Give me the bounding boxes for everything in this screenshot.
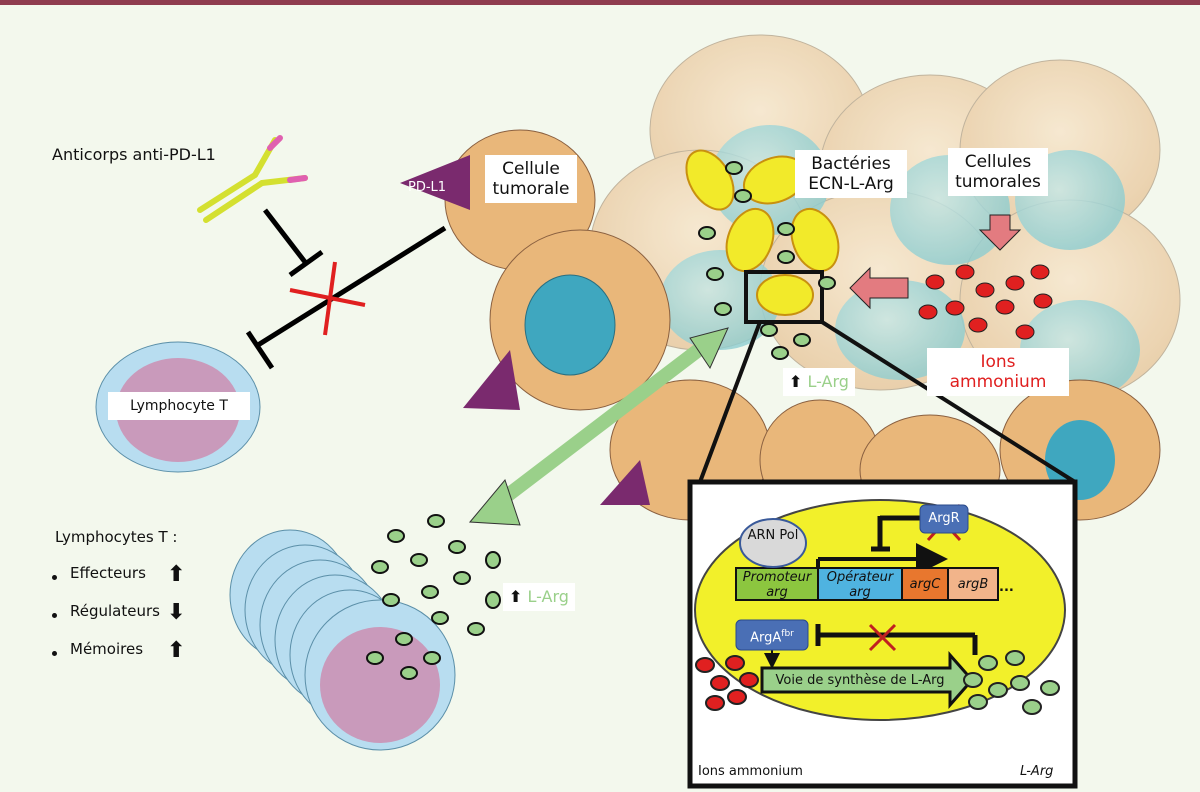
pink-arrow-down (978, 214, 1022, 251)
ellipsis: ... (999, 580, 1014, 595)
lymphocyte-stack (229, 529, 456, 751)
operateur-label: Opérateur arg (826, 570, 894, 600)
antibody-icon (197, 135, 308, 223)
inhibition-lines (245, 208, 447, 370)
legend-item: Mémoires⬆ (52, 638, 185, 678)
rna-pol-label: ARN Pol (747, 528, 799, 543)
legend-title: Lymphocytes T : (55, 528, 178, 546)
antibody-label: Anticorps anti-PD-L1 (52, 145, 216, 164)
larg-exchange-arrow (468, 327, 729, 526)
top-border (0, 0, 1200, 5)
pink-arrow-left (849, 266, 909, 310)
pathway-arrow (760, 651, 974, 709)
promoteur-label: Promoteur arg (742, 570, 812, 600)
ammonium-label: Ions ammonium (927, 348, 1069, 396)
inset-ammonium-label: Ions ammonium (698, 764, 803, 779)
tumor-cells-label: Cellules tumorales (948, 148, 1048, 196)
argr-protein (919, 504, 969, 534)
larg-increase-label: ⬆ L-Arg (783, 368, 855, 396)
argc-label: argC (909, 577, 941, 592)
pathway-label: Voie de synthèse de L-Arg (775, 673, 945, 688)
tumor-cell-cluster (589, 34, 1181, 401)
larg-increase-label-2: ⬆ L-Arg (503, 583, 575, 611)
arrow-down-icon: ⬇ (167, 600, 186, 625)
ammonium-dots (918, 264, 1053, 340)
argb-label: argB (957, 577, 989, 592)
larg-dots (366, 161, 836, 680)
pdl1-receptor (600, 460, 650, 505)
lymphocyte-label: Lymphocyte T (108, 392, 250, 420)
arrow-up-icon: ⬆ (789, 372, 803, 391)
argr-label: ArgR (928, 511, 960, 526)
pdl1-label: PD-L1 (408, 180, 447, 195)
tumor-cell-label: Cellule tumorale (485, 155, 577, 203)
blocked-cross-icon (289, 261, 366, 336)
arrow-up-icon: ⬆ (167, 638, 186, 663)
arga-label: ArgAfbr (750, 629, 794, 646)
legend-item: Régulateurs⬇ (52, 600, 185, 640)
arrow-up-icon: ⬆ (509, 587, 523, 606)
bacteria-label: Bactéries ECN-L-Arg (795, 150, 907, 198)
arga-protein (735, 619, 809, 651)
lymphocyte-legend: Lymphocytes T : Effecteurs⬆ Régulateurs⬇… (52, 528, 185, 678)
zoom-box (744, 270, 824, 324)
bacteria-group (685, 149, 840, 316)
rna-pol (739, 518, 807, 568)
legend-item: Effecteurs⬆ (52, 562, 185, 602)
bacterium-inset (687, 479, 1078, 789)
pdl1-receptor (400, 155, 470, 210)
inset-larg-label: L-Arg (1020, 764, 1054, 779)
pdl1-receptor (463, 350, 520, 410)
arrow-up-icon: ⬆ (167, 562, 186, 587)
